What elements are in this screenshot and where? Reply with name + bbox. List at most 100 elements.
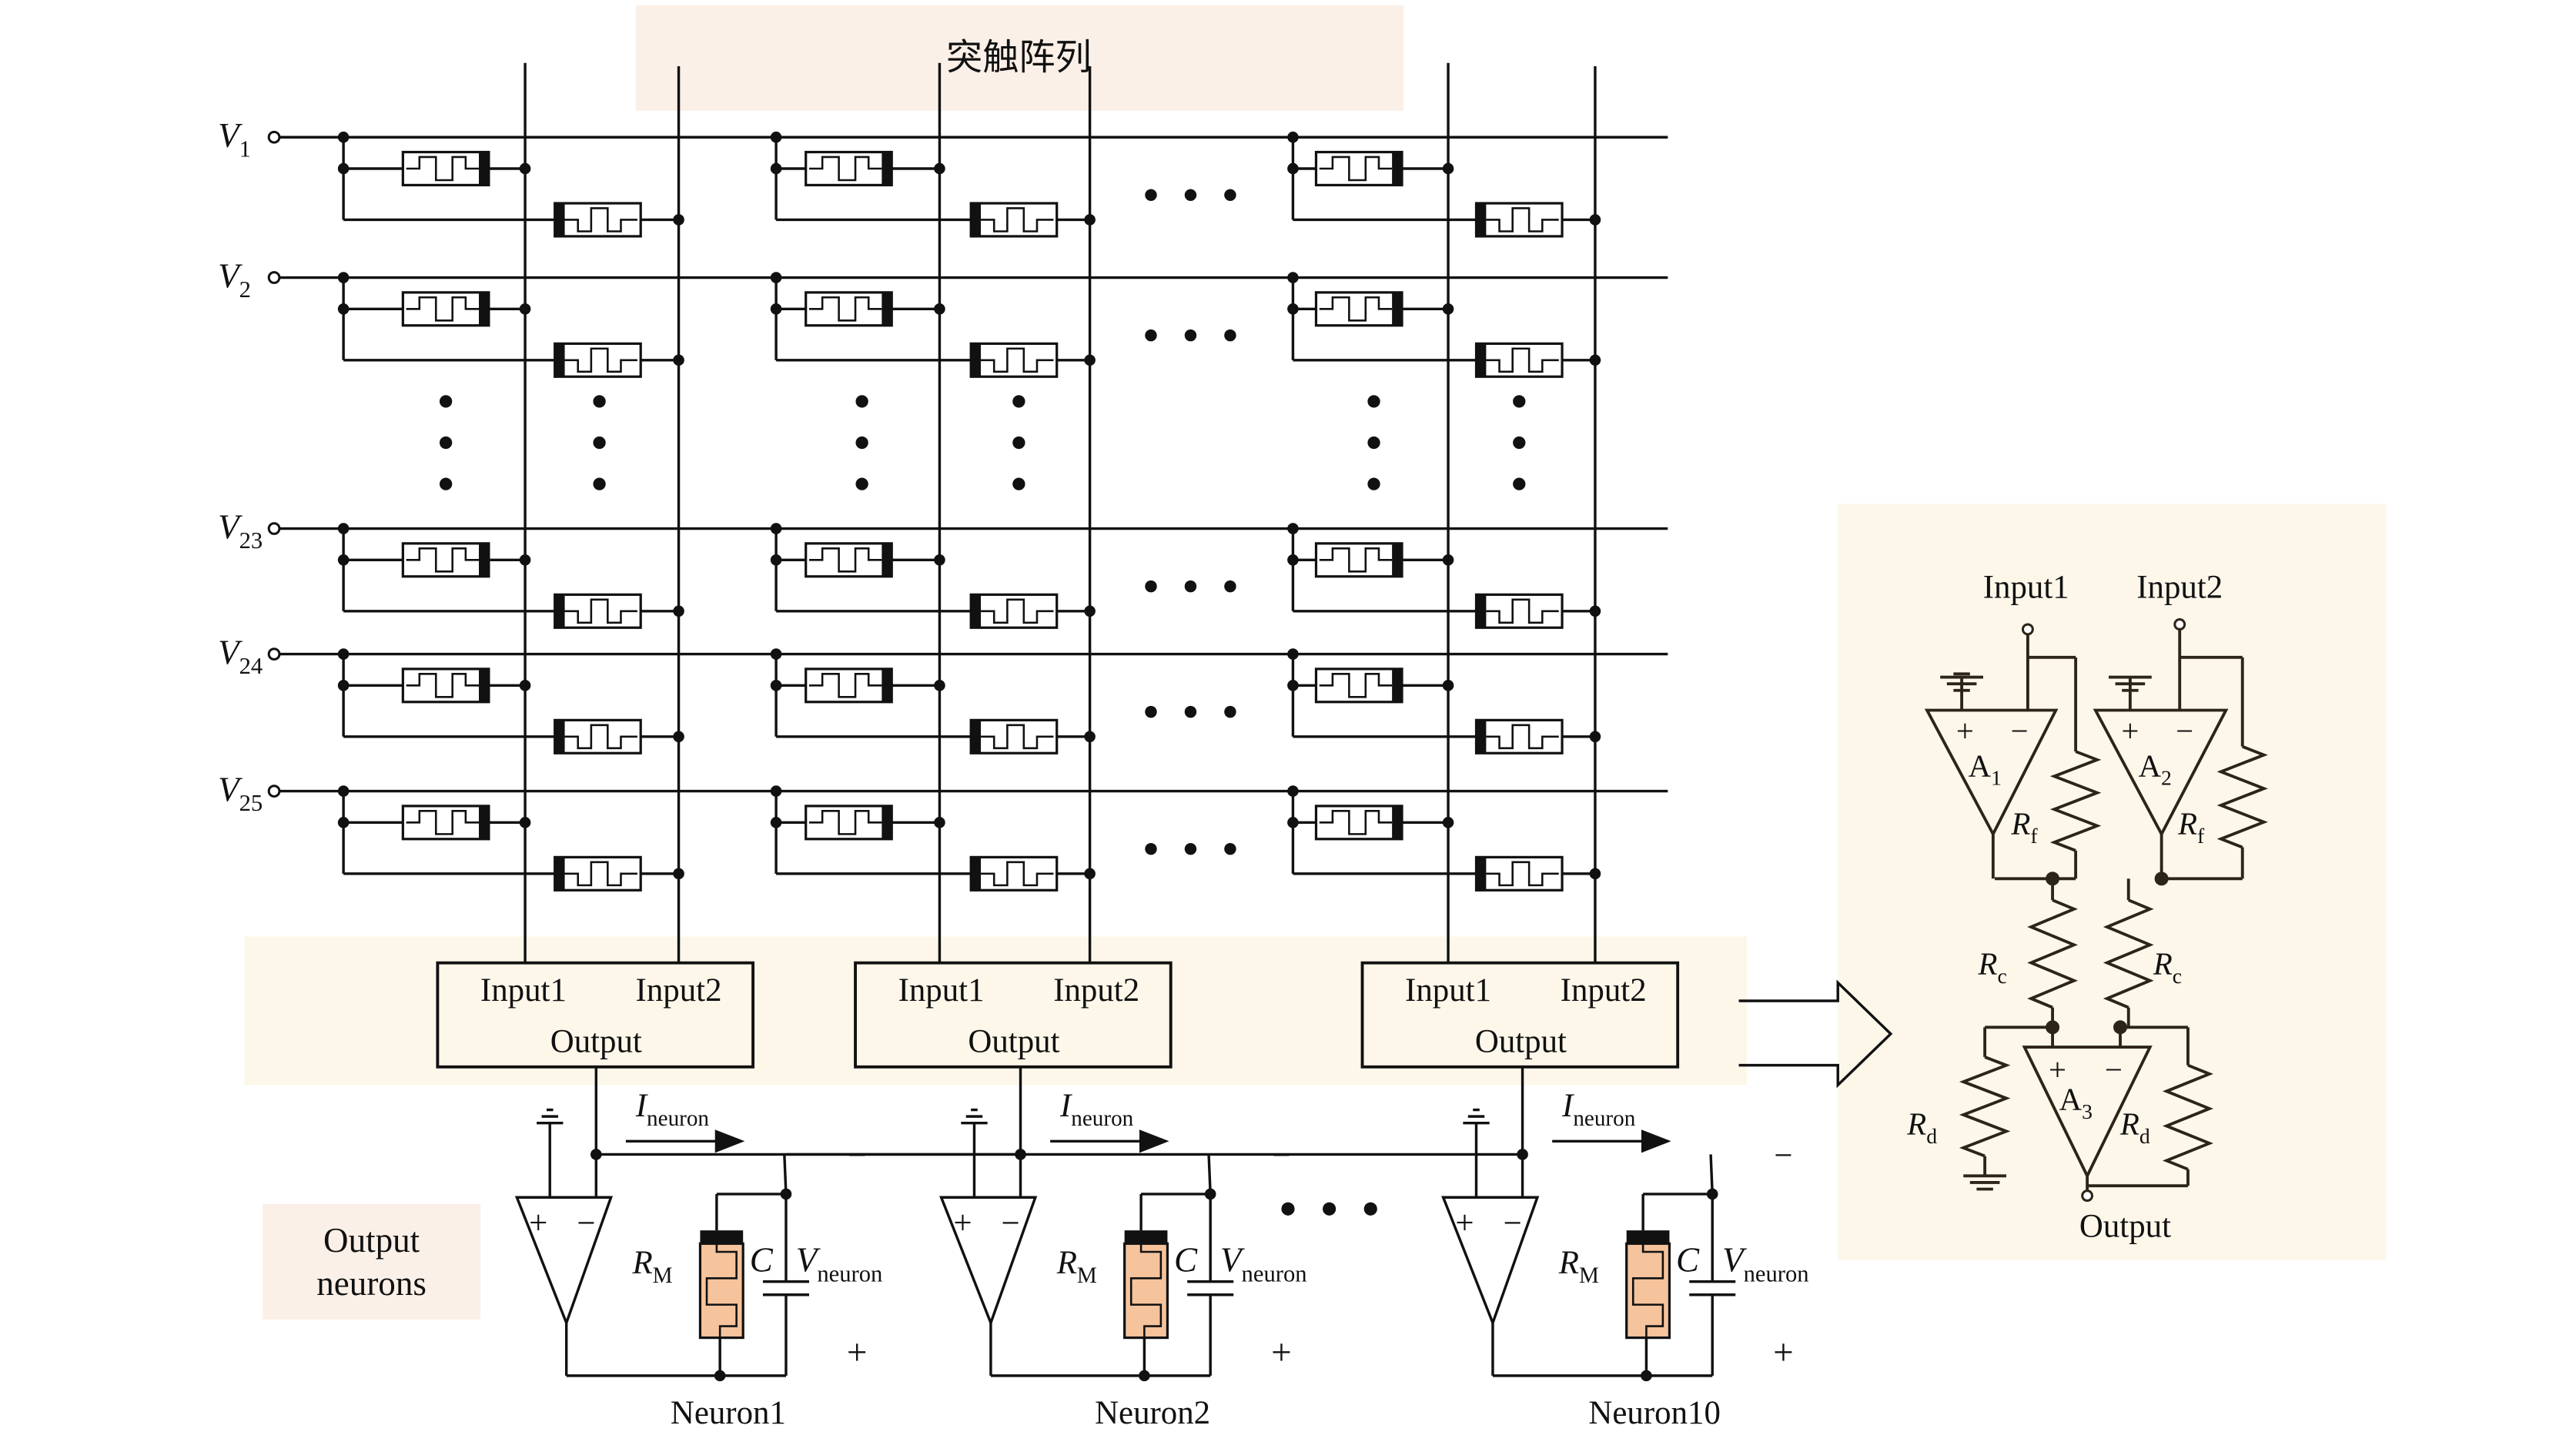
junction-dot — [1589, 354, 1601, 366]
neuron-name: Neuron1 — [671, 1395, 786, 1431]
memristor-negative-icon — [969, 593, 1059, 629]
memristor-waveform — [981, 207, 1054, 233]
memristor-waveform — [808, 810, 882, 835]
ellipsis-dot — [1367, 477, 1380, 490]
junction-dot — [1641, 1370, 1652, 1382]
row-terminal-icon — [267, 647, 281, 661]
ellipsis-dot — [1184, 329, 1197, 342]
ellipsis-dot — [439, 395, 453, 408]
memristor-bar — [1476, 857, 1487, 891]
junction-dot — [519, 162, 531, 175]
ellipsis-dot — [855, 436, 868, 450]
memristor-waveform — [406, 673, 480, 698]
memristor-waveform — [564, 598, 637, 624]
junction-dot — [934, 680, 945, 691]
ellipsis-dot — [1184, 580, 1197, 593]
neuron-current-label: Ineuron — [1059, 1088, 1134, 1131]
ellipsis-dot — [1224, 705, 1236, 718]
memristor-negative-icon — [1474, 202, 1564, 238]
memristor-positive-icon — [1314, 805, 1403, 841]
row-label-V2: V2 — [218, 256, 251, 303]
ellipsis-dot — [1513, 395, 1526, 408]
memristor-bar — [1392, 543, 1402, 577]
memristor-waveform — [1319, 673, 1393, 698]
a2-label: A2 — [2139, 748, 2172, 789]
ellipsis-dot — [1145, 189, 1157, 202]
junction-dot — [1589, 214, 1601, 226]
ellipsis-dot — [1367, 395, 1380, 408]
input2-terminal-icon — [2173, 618, 2186, 631]
junction-dot — [934, 817, 945, 828]
rm-waveform — [705, 1243, 738, 1338]
ellipsis-dot — [439, 436, 453, 450]
memristor-waveform — [564, 347, 637, 373]
junction-dot — [519, 303, 531, 315]
memristor-negative-icon — [554, 855, 642, 892]
junction-dot — [1287, 817, 1299, 828]
memristor-bar — [554, 857, 565, 891]
memristor-negative-icon — [554, 593, 642, 629]
row-label-V25: V25 — [218, 770, 263, 816]
ellipsis-dot — [1012, 436, 1025, 450]
memristor-waveform — [1319, 810, 1393, 835]
rd2-resistor-icon — [2162, 1063, 2213, 1171]
memristor-waveform — [1486, 724, 1559, 750]
junction-dot — [1084, 868, 1096, 880]
rc1-resistor-icon — [2027, 898, 2078, 1009]
opamp-plus: + — [529, 1205, 547, 1241]
rd1-label: Rd — [1906, 1107, 1937, 1148]
junction-dot — [1084, 731, 1096, 743]
opamp-a3-icon — [2022, 1046, 2153, 1179]
memristor-waveform — [406, 547, 480, 573]
memristor-negative-icon — [1474, 593, 1564, 629]
ellipsis-dot — [1184, 842, 1197, 855]
ellipsis-dot — [1513, 477, 1526, 490]
output-neurons-label-background — [263, 1203, 481, 1320]
rf2-resistor-icon — [2216, 744, 2268, 849]
io-input1-label: Input1 — [1405, 972, 1491, 1009]
junction-dot — [519, 680, 531, 691]
junction-dot — [1287, 554, 1299, 566]
memristor-bar — [971, 343, 982, 377]
rc2-label: Rc — [2153, 947, 2182, 988]
junction-dot — [519, 817, 531, 828]
ellipsis-dot — [1323, 1202, 1337, 1216]
junction-dot — [673, 605, 684, 617]
rf2-label: Rf — [2177, 806, 2205, 847]
io-band-background — [244, 936, 1748, 1086]
ellipsis-dot — [1184, 189, 1197, 202]
memristor-negative-icon — [1474, 718, 1564, 754]
row-terminal-icon — [267, 271, 281, 284]
rm-label: RM — [1056, 1245, 1097, 1288]
memristor-bar — [971, 203, 982, 236]
junction-dot — [934, 162, 945, 175]
ellipsis-dot — [1367, 436, 1380, 450]
row-label-V23: V23 — [218, 507, 263, 554]
neuron-name: Neuron2 — [1095, 1395, 1210, 1431]
ellipsis-dot — [1513, 436, 1526, 450]
memristor-waveform — [564, 724, 637, 750]
a2-minus: − — [2176, 714, 2193, 748]
neuron-current-label: Ineuron — [1561, 1088, 1636, 1131]
junction-dot — [1442, 554, 1454, 566]
io-block-frame — [1360, 961, 1680, 1069]
junction-dot — [673, 354, 684, 366]
a1-plus: + — [1956, 714, 1974, 748]
synapse-array-title: 突触阵列 — [946, 38, 1092, 78]
a1-label: A1 — [1969, 748, 2002, 789]
memristor-negative-icon — [969, 718, 1059, 754]
io-input2-label: Input2 — [636, 972, 722, 1009]
memristor-positive-icon — [401, 805, 490, 841]
title-background — [635, 5, 1404, 111]
junction-dot — [519, 554, 531, 566]
opamp-icon — [514, 1196, 614, 1327]
memristor-waveform — [406, 156, 480, 182]
rf1-label: Rf — [2010, 806, 2038, 847]
memristor-positive-icon — [1314, 542, 1403, 578]
current-arrow-icon — [1139, 1129, 1169, 1153]
ellipsis-dot — [1281, 1202, 1295, 1216]
junction-dot — [2046, 872, 2060, 886]
